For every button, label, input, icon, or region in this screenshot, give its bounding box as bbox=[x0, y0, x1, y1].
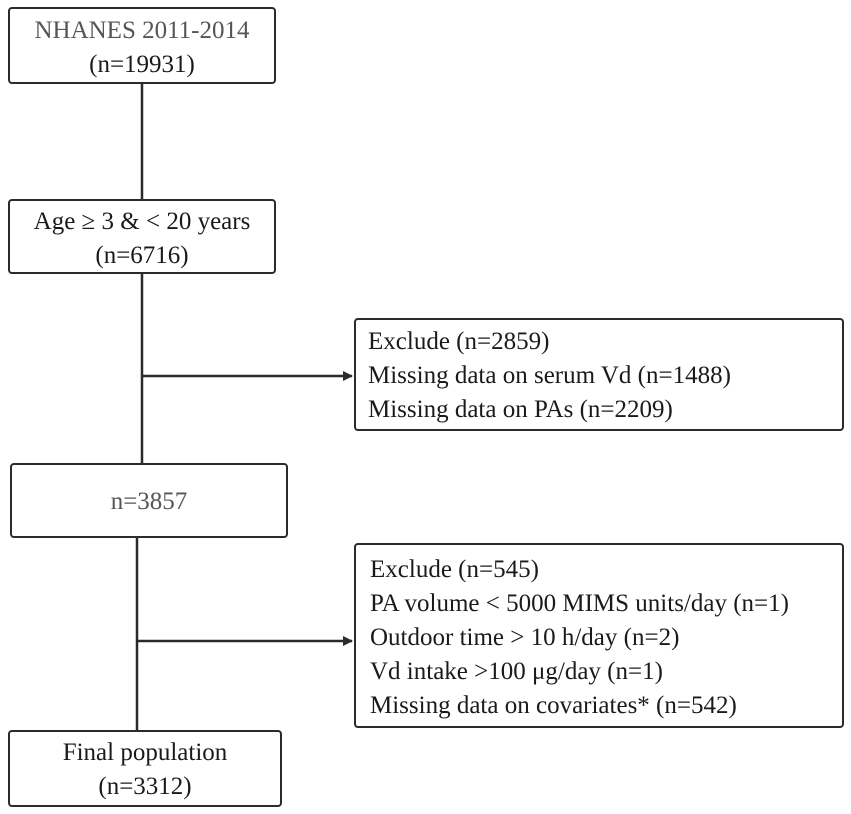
box-nhanes-count: (n=19931) bbox=[89, 51, 195, 78]
box-mid-count-label: n=3857 bbox=[110, 488, 188, 515]
exclude-1-item: Missing data on serum Vd (n=1488) bbox=[368, 362, 731, 389]
box-nhanes-title: NHANES 2011-2014 bbox=[34, 17, 250, 44]
exclude-2-title: Exclude (n=545) bbox=[370, 556, 539, 583]
exclude-2-item: Vd intake >100 μg/day (n=1) bbox=[370, 658, 663, 685]
box-age-count: (n=6716) bbox=[95, 242, 189, 269]
exclude-1-item: Missing data on PAs (n=2209) bbox=[368, 396, 673, 423]
box-exclude-2: Exclude (n=545) PA volume < 5000 MIMS un… bbox=[354, 543, 844, 728]
box-final-title: Final population bbox=[62, 739, 228, 766]
box-age-title: Age ≥ 3 & < 20 years bbox=[33, 208, 251, 235]
box-exclude-1: Exclude (n=2859) Missing data on serum V… bbox=[354, 318, 844, 431]
box-nhanes: NHANES 2011-2014 (n=19931) bbox=[8, 7, 276, 84]
exclude-1-title: Exclude (n=2859) bbox=[368, 328, 550, 355]
box-mid-count: n=3857 bbox=[10, 463, 288, 538]
box-age-filter: Age ≥ 3 & < 20 years (n=6716) bbox=[8, 199, 276, 274]
exclude-2-item: PA volume < 5000 MIMS units/day (n=1) bbox=[370, 590, 789, 617]
box-final-population: Final population (n=3312) bbox=[8, 730, 282, 807]
box-final-count: (n=3312) bbox=[98, 773, 192, 800]
exclude-2-item: Outdoor time > 10 h/day (n=2) bbox=[370, 624, 680, 651]
exclude-2-item: Missing data on covariates* (n=542) bbox=[370, 692, 737, 719]
